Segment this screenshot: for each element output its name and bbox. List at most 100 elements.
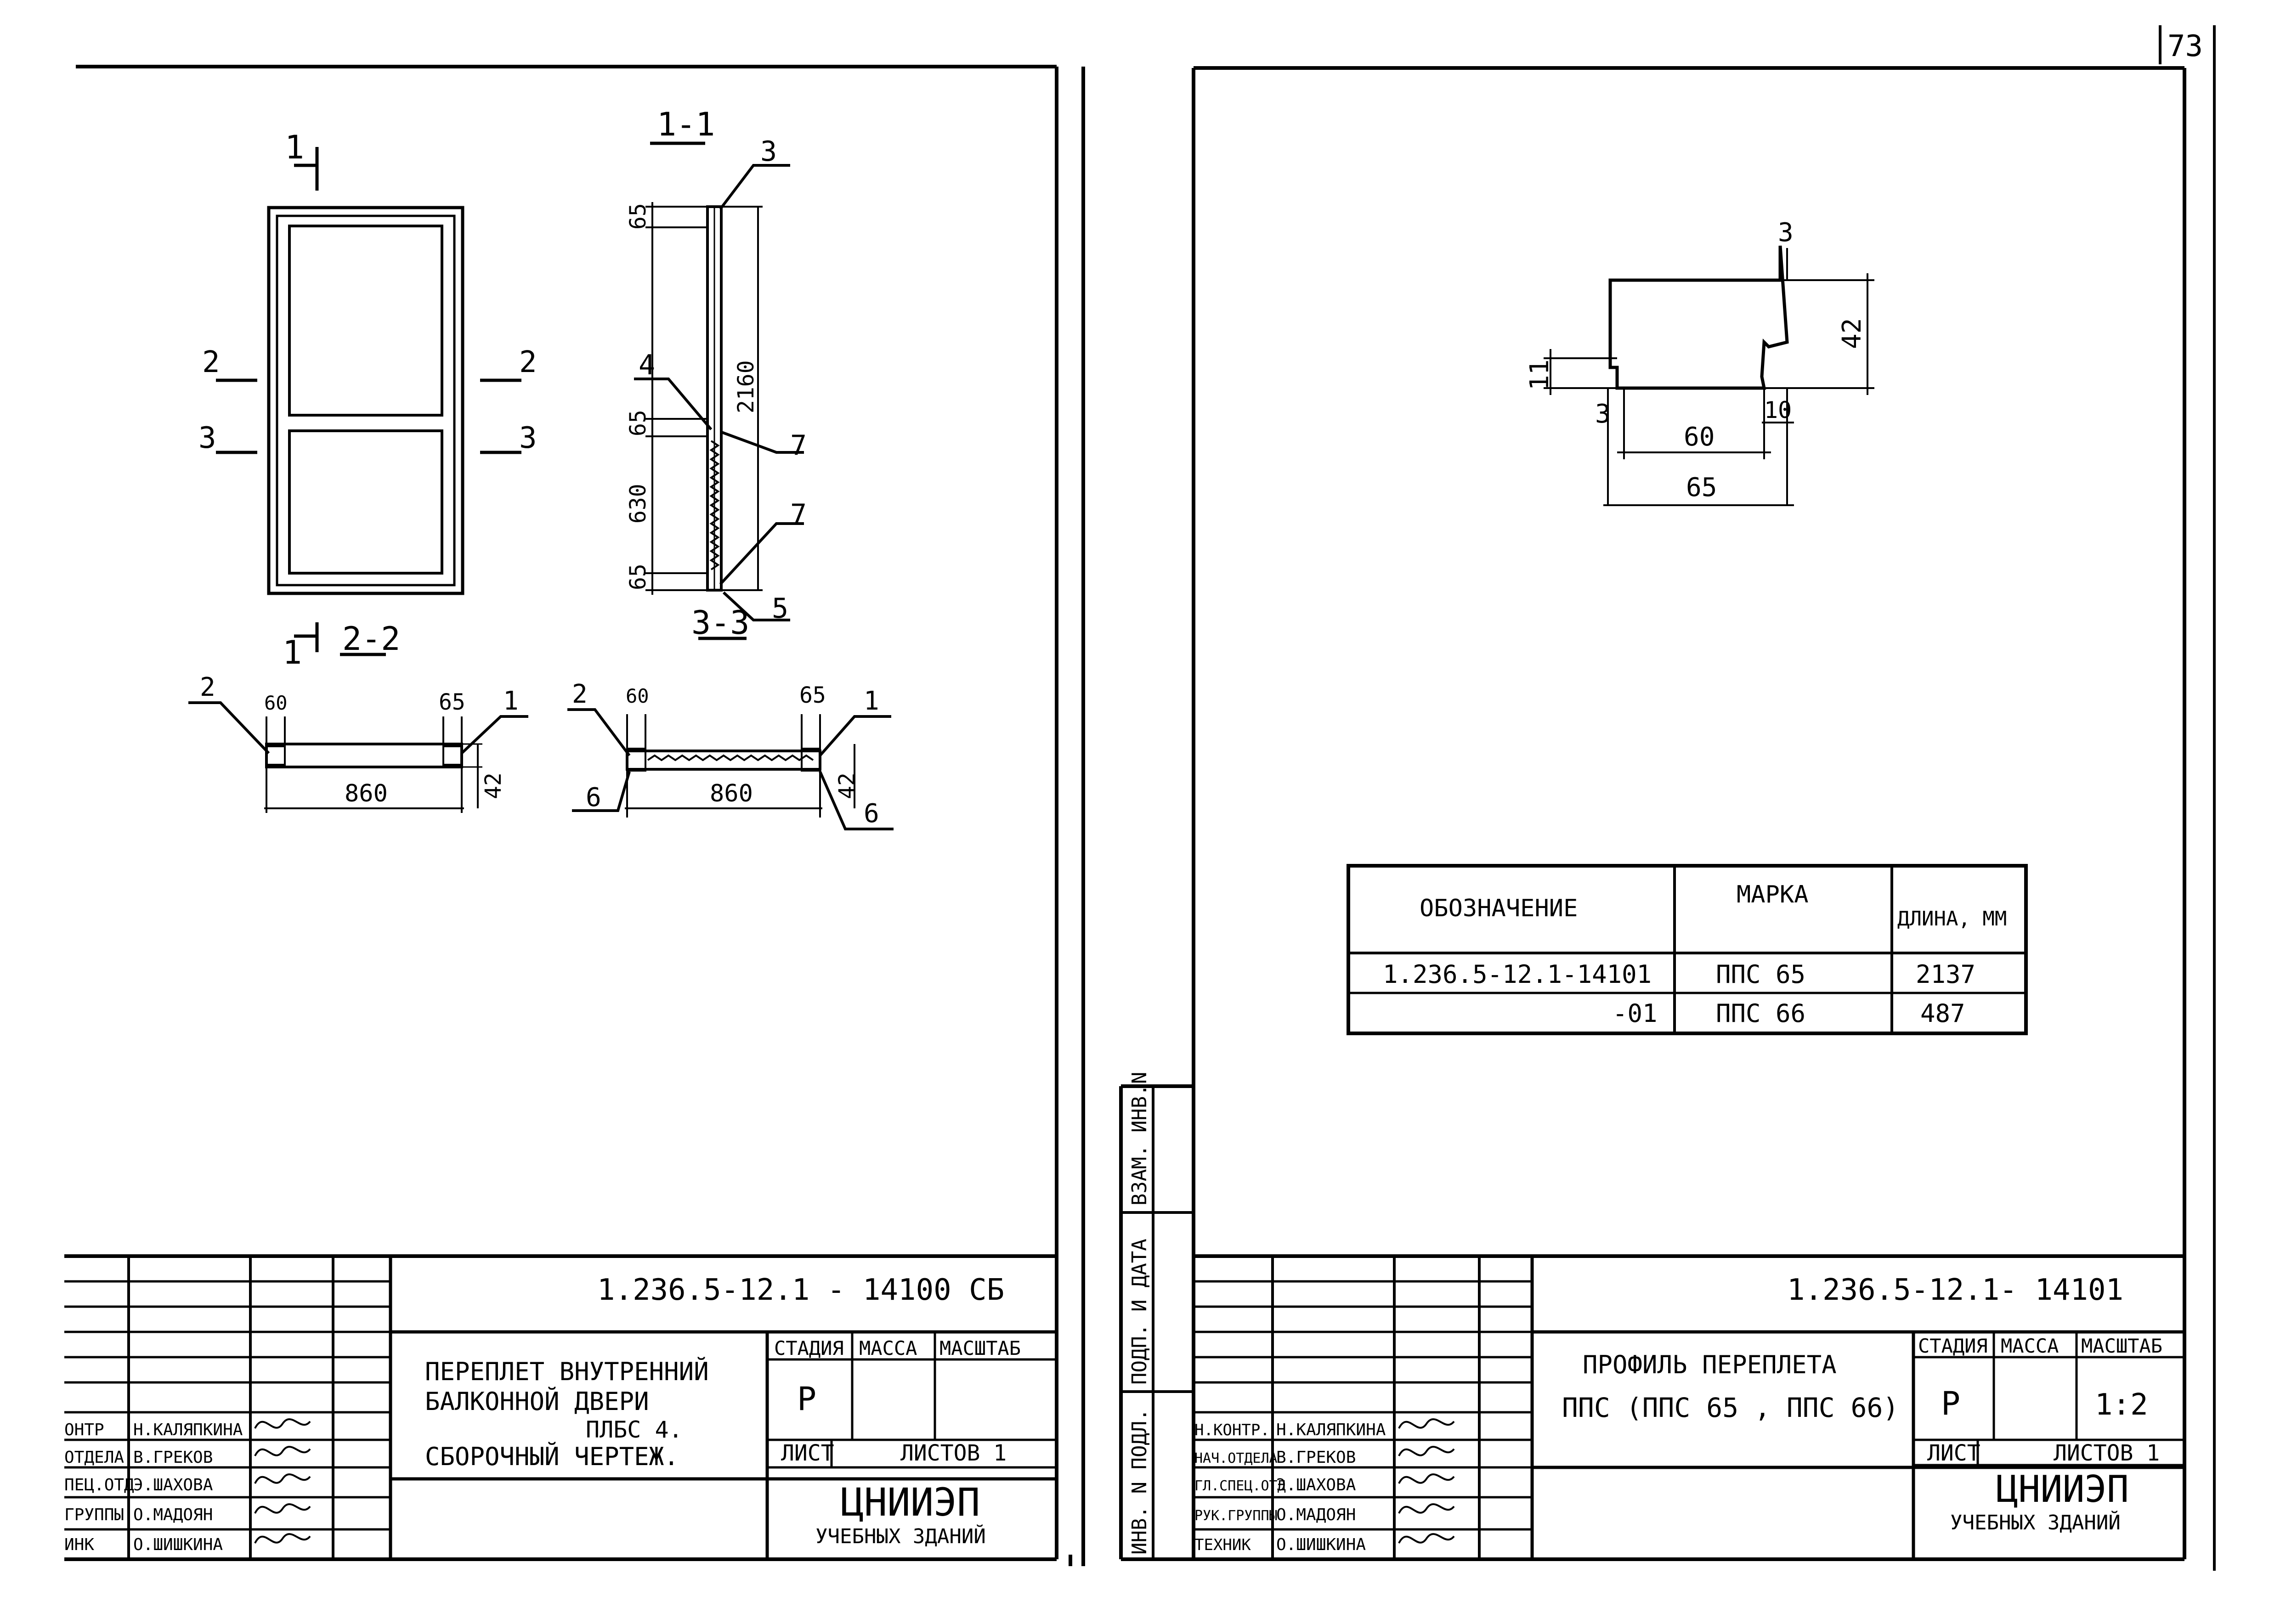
left-role-4: ГРУППЫ <box>64 1506 124 1524</box>
left-drawing-code: 1.236.5-12.1 - 14100 СБ <box>597 1273 1004 1307</box>
door-elevation <box>216 147 521 652</box>
section-title-1-1: 1-1 <box>657 106 715 143</box>
right-title-line-1: ПРОФИЛЬ ПЕРЕПЛЕТА <box>1583 1350 1837 1379</box>
left-org-line-2: УЧЕБНЫХ ЗДАНИЙ <box>815 1524 986 1548</box>
spec-header-designation: ОБОЗНАЧЕНИЕ <box>1420 895 1578 922</box>
spec-row1-designation: 1.236.5-12.1-14101 <box>1383 960 1652 989</box>
left-role-5: ИНК <box>64 1535 94 1554</box>
left-sheet-frame <box>76 65 1085 1566</box>
s33-callout-6a: 6 <box>586 783 601 812</box>
s33-dim-60: 60 <box>626 685 649 707</box>
right-scale-value: 1:2 <box>2095 1388 2148 1422</box>
dim-mid-65: 65 <box>625 410 651 436</box>
left-mass-header: МАССА <box>859 1337 917 1359</box>
page-number: 73 <box>2167 29 2203 63</box>
right-name-1: Н.КАЛЯПКИНА <box>1276 1421 1386 1439</box>
right-title-line-2: ППС (ППС 65 , ППС 66) <box>1562 1392 1899 1423</box>
signature-4 <box>254 1503 311 1514</box>
signature-6 <box>1398 1418 1455 1429</box>
stamp-podp-data: ПОДП. И ДАТА <box>1128 1239 1151 1385</box>
dim-height-2160: 2160 <box>733 360 759 413</box>
stamp-inv-podl: ИНВ. N ПОДЛ. <box>1128 1409 1151 1555</box>
left-sheet-label: ЛИСТ <box>781 1440 834 1466</box>
left-stage-header: СТАДИЯ <box>774 1337 844 1359</box>
right-stage-value: Р <box>1941 1385 1960 1422</box>
section-mark-3-right: 3 <box>519 421 537 455</box>
left-name-4: О.МАДОЯН <box>133 1506 213 1524</box>
left-name-3: Э.ШАХОВА <box>133 1476 213 1494</box>
profile-mark-top: 3 <box>1778 218 1794 248</box>
right-signatures: Н.КОНТР. НАЧ.ОТДЕЛА ГЛ.СПЕЦ.ОТД РУК.ГРУП… <box>1194 1418 1455 1554</box>
s22-dim-860: 860 <box>345 780 388 807</box>
right-sheet-label: ЛИСТ <box>1927 1440 1980 1466</box>
right-mass-header: МАССА <box>2001 1335 2059 1357</box>
spec-table <box>1347 864 2028 1035</box>
right-role-3: ГЛ.СПЕЦ.ОТД <box>1194 1478 1286 1494</box>
left-title-line-2: БАЛКОННОЙ ДВЕРИ <box>425 1387 649 1416</box>
right-sheets-label: ЛИСТОВ 1 <box>2054 1440 2160 1466</box>
section-title-2-2: 2-2 <box>342 620 400 658</box>
profile-dim-60: 60 <box>1684 422 1714 452</box>
left-scale-header: МАСШТАБ <box>939 1337 1021 1359</box>
s33-dim-860: 860 <box>710 780 753 807</box>
signature-3 <box>254 1473 311 1484</box>
signature-2 <box>254 1446 311 1456</box>
section-2-2 <box>188 653 528 813</box>
right-sheet-frame <box>1119 66 2186 1561</box>
left-title-block-grid <box>64 1254 1057 1561</box>
left-stage-value: Р <box>797 1380 816 1418</box>
right-org-line-1: ЦНИИЭП <box>1996 1468 2129 1511</box>
page-number-box: 73 <box>2159 25 2216 1571</box>
left-title-line-3: ПЛБС 4. <box>586 1416 683 1443</box>
left-signatures: ОНТР ОТДЕЛА ПЕЦ.ОТД ГРУППЫ ИНК Н.КАЛЯПКИ… <box>64 1418 311 1554</box>
profile-dim-10: 10 <box>1764 397 1792 423</box>
right-title-block-grid <box>1194 1254 2184 1559</box>
spec-row1-mark: ППС 65 <box>1716 960 1805 989</box>
section-mark-1-bottom: 1 <box>283 634 302 671</box>
left-name-1: Н.КАЛЯПКИНА <box>133 1421 243 1439</box>
left-org-line-1: ЦНИИЭП <box>841 1480 980 1525</box>
right-name-2: В.ГРЕКОВ <box>1276 1448 1356 1467</box>
s22-dim-60: 60 <box>264 692 288 714</box>
section-mark-2-right: 2 <box>519 345 537 379</box>
s22-dim-65: 65 <box>439 689 465 715</box>
signature-10 <box>1398 1533 1455 1544</box>
dim-bottom-65: 65 <box>625 564 651 590</box>
dim-top-65: 65 <box>625 203 651 230</box>
spec-header-length: ДЛИНА, ММ <box>1897 907 2007 930</box>
section-1-1 <box>634 141 804 640</box>
section-mark-1-top: 1 <box>285 129 304 166</box>
spec-row2-length: 487 <box>1920 999 1965 1028</box>
callout-7b: 7 <box>790 498 807 530</box>
signature-7 <box>1398 1446 1455 1456</box>
s22-callout-right: 1 <box>503 686 519 716</box>
s22-callout-left: 2 <box>200 672 215 702</box>
spec-row1-length: 2137 <box>1916 960 1975 989</box>
left-sheets-label: ЛИСТОВ 1 <box>900 1440 1007 1466</box>
spec-header-mark: МАРКА <box>1737 881 1809 908</box>
right-role-2: НАЧ.ОТДЕЛА <box>1194 1450 1278 1466</box>
signature-9 <box>1398 1503 1455 1514</box>
left-name-5: О.ШИШКИНА <box>133 1535 223 1554</box>
callout-4: 4 <box>639 349 655 381</box>
s33-callout-6b: 6 <box>864 799 879 829</box>
left-title-line-4: СБОРОЧНЫЙ ЧЕРТЕЖ. <box>425 1442 679 1471</box>
callout-3: 3 <box>760 135 777 168</box>
section-title-3-3: 3-3 <box>691 604 749 642</box>
profile-dim-65: 65 <box>1686 473 1717 502</box>
s33-callout-left: 2 <box>572 679 588 709</box>
right-org-line-2: УЧЕБНЫХ ЗДАНИЙ <box>1950 1510 2121 1534</box>
profile-mark-left: 3 <box>1595 399 1611 429</box>
s33-dim-42: 42 <box>834 773 860 799</box>
profile-dim-42: 42 <box>1837 318 1867 349</box>
right-scale-header: МАСШТАБ <box>2081 1335 2162 1357</box>
stamp-vzam-inv: ВЗАМ. ИНВ.N <box>1128 1072 1151 1206</box>
right-role-1: Н.КОНТР. <box>1194 1421 1270 1439</box>
right-name-4: О.МАДОЯН <box>1276 1506 1356 1524</box>
s22-dim-42: 42 <box>481 773 506 799</box>
s33-callout-right: 1 <box>864 686 879 716</box>
right-name-3: Э.ШАХОВА <box>1276 1476 1356 1494</box>
signature-5 <box>254 1533 311 1544</box>
signature-8 <box>1398 1473 1455 1484</box>
